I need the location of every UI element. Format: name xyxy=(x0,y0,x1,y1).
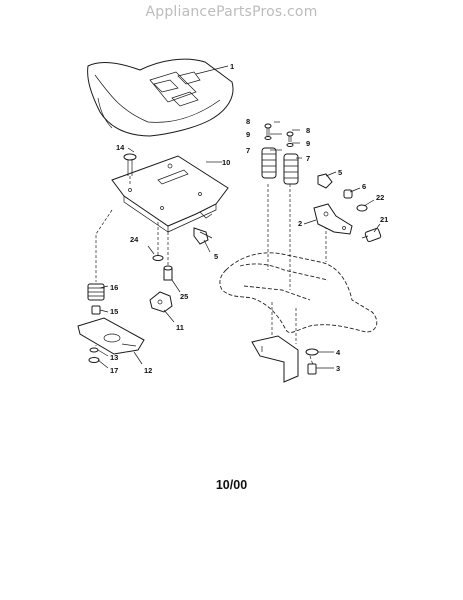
washer-22 xyxy=(356,204,368,212)
slide-plate-12 xyxy=(77,317,145,355)
callout-1: 1 xyxy=(230,62,234,71)
washer-17 xyxy=(88,357,100,363)
clip-5-lower xyxy=(193,227,213,245)
mounting-bracket xyxy=(251,335,299,383)
callout-13: 13 xyxy=(110,353,118,362)
switch-bracket-2 xyxy=(313,203,353,235)
seat-pan xyxy=(111,155,229,233)
callout-21: 21 xyxy=(380,215,388,224)
callout-25: 25 xyxy=(180,292,188,301)
bolt-3 xyxy=(307,363,317,375)
callout-14: 14 xyxy=(116,143,125,152)
callout-12: 12 xyxy=(144,366,152,375)
bushing-6 xyxy=(343,189,353,199)
callout-4: 4 xyxy=(336,348,341,357)
washer-4 xyxy=(305,348,319,356)
spring-16 xyxy=(87,283,105,301)
revision-date: 10/00 xyxy=(215,478,248,492)
callout-2: 2 xyxy=(298,219,302,228)
seat xyxy=(87,58,234,137)
callout-5-lower: 5 xyxy=(214,252,218,261)
nut-13 xyxy=(89,347,99,353)
callout-10: 10 xyxy=(222,158,230,167)
washer-9-right xyxy=(286,143,294,147)
callout-24: 24 xyxy=(130,235,139,244)
site-watermark: AppliancePartsPros.com xyxy=(145,4,318,20)
bolt-25 xyxy=(163,265,173,281)
callout-3: 3 xyxy=(336,364,340,373)
bolt-14 xyxy=(123,153,137,186)
bushing-15 xyxy=(91,305,101,315)
callout-16: 16 xyxy=(110,283,118,292)
callout-15: 15 xyxy=(110,307,118,316)
callout-8-left: 8 xyxy=(246,117,250,126)
callout-11: 11 xyxy=(176,323,184,332)
callout-5-upper: 5 xyxy=(338,168,342,177)
washer-9-left xyxy=(264,136,272,140)
callout-22: 22 xyxy=(376,193,384,202)
callout-9-left: 9 xyxy=(246,130,250,139)
spring-7-left xyxy=(261,147,277,179)
spring-7-right xyxy=(283,153,299,185)
callout-7-left: 7 xyxy=(246,146,250,155)
callout-17: 17 xyxy=(110,366,118,375)
bolt-8-right xyxy=(286,131,294,142)
switch-21 xyxy=(361,227,382,243)
washer-24 xyxy=(152,255,164,261)
clip-5-upper xyxy=(317,173,333,189)
callout-8-right: 8 xyxy=(306,126,310,135)
callout-7-right: 7 xyxy=(306,154,310,163)
callout-9-right: 9 xyxy=(306,139,310,148)
callout-6: 6 xyxy=(362,182,366,191)
fender xyxy=(219,252,378,333)
bolt-8-left xyxy=(264,123,272,136)
bracket-11 xyxy=(149,291,173,313)
